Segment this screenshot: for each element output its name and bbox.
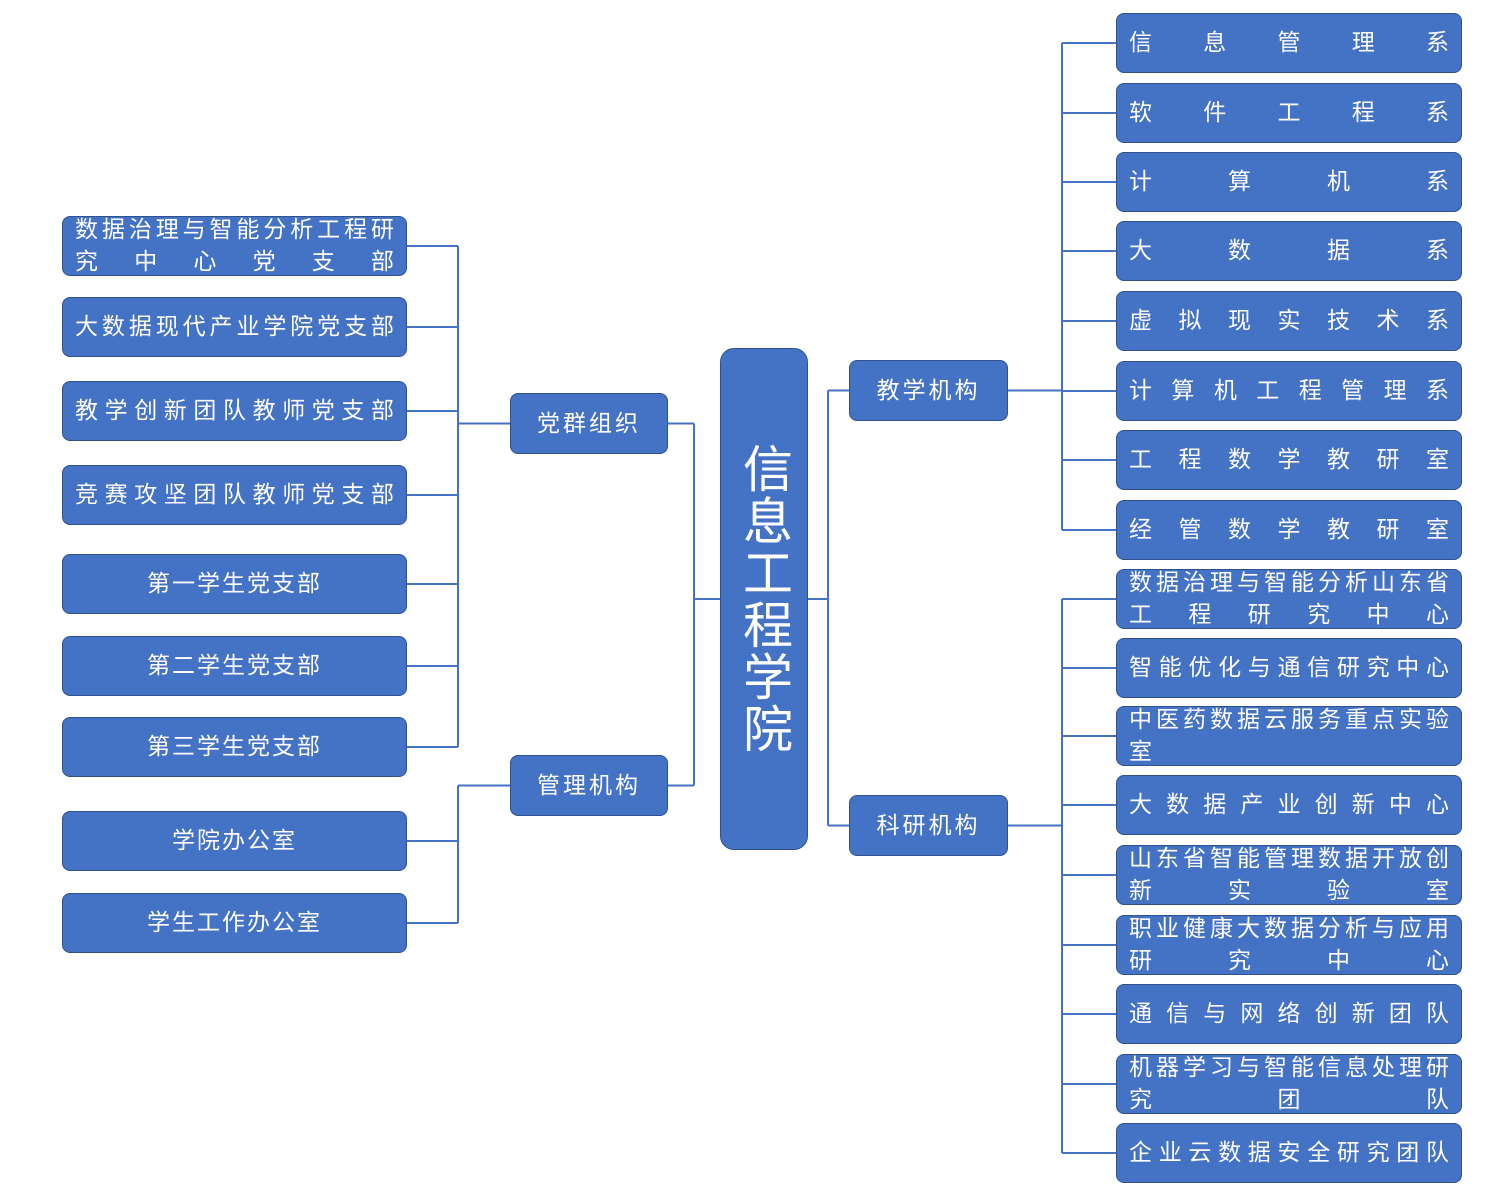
group-label: 教学机构 [876,377,981,404]
node-label-line: 学院办公室 [172,828,297,854]
node-label-line: 数据治理与智能分析工程研 [75,217,394,243]
right-group-0-item-2-text: 计算机系 [1129,166,1449,198]
left-group-0-item-5-text: 第二学生党支部 [75,650,394,682]
right-group-0-item-0: 信息管理系 [1116,13,1462,73]
right-group-0-item-6: 工程数学教研室 [1116,430,1462,490]
left-group-1-item-0: 学院办公室 [62,811,407,871]
right-group-0-text: 教学机构 [862,375,995,407]
group-label: 党群组织 [537,410,641,437]
node-label-line: 大数据产业创新中心 [1129,792,1449,818]
left-group-0-item-1: 大数据现代产业学院党支部 [62,297,407,357]
right-group-1-text: 科研机构 [862,810,995,842]
right-group-1-item-6: 通信与网络创新团队 [1116,984,1462,1044]
node-label-line: 大数据现代产业学院党支部 [75,314,394,340]
left-group-0-item-1-text: 大数据现代产业学院党支部 [75,311,394,343]
node-label-line: 机器学习与智能信息处理研 [1129,1055,1449,1081]
left-group-0-item-4-text: 第一学生党支部 [75,568,394,600]
right-group-1-item-3: 大数据产业创新中心 [1116,775,1462,835]
right-group-0-item-4-text: 虚拟现实技术系 [1129,305,1449,337]
left-group-0-item-6-text: 第三学生党支部 [75,731,394,763]
right-group-0-item-1: 软件工程系 [1116,83,1462,143]
node-label-line: 企业云数据安全研究团队 [1129,1140,1449,1166]
node-label-line: 山东省智能管理数据开放创 [1129,846,1449,872]
node-label-line: 新实验室 [1129,878,1449,904]
right-group-0-item-2: 计算机系 [1116,152,1462,212]
left-group-0-item-3: 竞赛攻坚团队教师党支部 [62,465,407,525]
left-group-0-item-2-text: 教学创新团队教师党支部 [75,395,394,427]
right-group-1-item-2-text: 中医药数据云服务重点实验室 [1129,704,1449,768]
node-label-line: 第三学生党支部 [147,734,322,760]
right-group-1-item-3-text: 大数据产业创新中心 [1129,789,1449,821]
node-label-line: 第一学生党支部 [147,571,322,597]
right-group-1-item-1-text: 智能优化与通信研究中心 [1129,652,1449,684]
right-group-0-item-7-text: 经管数学教研室 [1129,514,1449,546]
group-label: 管理机构 [537,772,641,799]
node-label-line: 究中心党支部 [75,249,394,275]
node-label-line: 教学创新团队教师党支部 [75,398,394,424]
node-label-line: 大数据系 [1129,238,1449,264]
node-label-line: 究团队 [1129,1087,1449,1113]
right-group-0-item-4: 虚拟现实技术系 [1116,291,1462,351]
node-label-line: 职业健康大数据分析与应用 [1129,916,1449,942]
node-label-line: 第二学生党支部 [147,653,322,679]
right-group-1-item-5: 职业健康大数据分析与应用研究中心 [1116,915,1462,975]
left-group-0-item-0-text: 数据治理与智能分析工程研究中心党支部 [75,214,394,278]
left-group-0-text: 党群组织 [523,408,655,440]
node-label-line: 信息管理系 [1129,30,1449,56]
node-label-line: 智能优化与通信研究中心 [1129,655,1449,681]
node-label-line: 学生工作办公室 [147,910,322,936]
left-group-0-item-3-text: 竞赛攻坚团队教师党支部 [75,479,394,511]
right-group-1-item-8-text: 企业云数据安全研究团队 [1129,1137,1449,1169]
node-label-line: 工程数学教研室 [1129,447,1449,473]
left-group-1: 管理机构 [510,755,668,816]
root-node-college: 信息工程学院 [720,348,808,850]
left-group-1-item-0-text: 学院办公室 [75,825,394,857]
right-group-0-item-1-text: 软件工程系 [1129,97,1449,129]
right-group-0-item-0-text: 信息管理系 [1129,27,1449,59]
right-group-0-item-7: 经管数学教研室 [1116,500,1462,560]
node-label-line: 软件工程系 [1129,100,1449,126]
node-label-line: 计算机系 [1129,169,1449,195]
left-group-0-item-5: 第二学生党支部 [62,636,407,696]
right-group-1-item-6-text: 通信与网络创新团队 [1129,998,1449,1030]
right-group-1-item-0-text: 数据治理与智能分析山东省工程研究中心 [1129,567,1449,631]
node-label-line: 虚拟现实技术系 [1129,308,1449,334]
left-group-0-item-4: 第一学生党支部 [62,554,407,614]
right-group-0-item-3-text: 大数据系 [1129,235,1449,267]
node-label-line: 研究中心 [1129,948,1449,974]
node-label-line: 通信与网络创新团队 [1129,1001,1449,1027]
group-label: 科研机构 [876,812,981,839]
node-label-line: 中医药数据云服务重点实验 [1129,707,1449,733]
left-group-1-item-1: 学生工作办公室 [62,893,407,953]
left-group-0-item-2: 教学创新团队教师党支部 [62,381,407,441]
right-group-1-item-1: 智能优化与通信研究中心 [1116,638,1462,698]
right-group-1-item-7: 机器学习与智能信息处理研究团队 [1116,1054,1462,1114]
left-group-0-item-6: 第三学生党支部 [62,717,407,777]
left-group-0-item-0: 数据治理与智能分析工程研究中心党支部 [62,216,407,276]
node-label-line: 室 [1129,739,1152,765]
right-group-0-item-6-text: 工程数学教研室 [1129,444,1449,476]
node-label-line: 工程研究中心 [1129,602,1449,628]
right-group-1-item-4: 山东省智能管理数据开放创新实验室 [1116,845,1462,905]
right-group-1-item-4-text: 山东省智能管理数据开放创新实验室 [1129,843,1449,907]
right-group-0-item-5-text: 计算机工程管理系 [1129,375,1449,407]
left-group-1-item-1-text: 学生工作办公室 [75,907,394,939]
left-group-1-text: 管理机构 [523,770,655,802]
node-label-line: 经管数学教研室 [1129,517,1449,543]
right-group-1-item-7-text: 机器学习与智能信息处理研究团队 [1129,1052,1449,1116]
right-group-1-item-0: 数据治理与智能分析山东省工程研究中心 [1116,569,1462,629]
right-group-1-item-8: 企业云数据安全研究团队 [1116,1123,1462,1183]
right-group-0-item-3: 大数据系 [1116,221,1462,281]
left-group-0: 党群组织 [510,393,668,454]
node-label-line: 数据治理与智能分析山东省 [1129,570,1449,596]
right-group-0-item-5: 计算机工程管理系 [1116,361,1462,421]
right-group-1-item-2: 中医药数据云服务重点实验室 [1116,706,1462,766]
node-label-line: 计算机工程管理系 [1129,378,1449,404]
node-label-line: 竞赛攻坚团队教师党支部 [75,482,394,508]
right-group-1-item-5-text: 职业健康大数据分析与应用研究中心 [1129,913,1449,977]
right-group-0: 教学机构 [849,360,1008,421]
root-node-label: 信息工程学院 [735,443,793,755]
right-group-1: 科研机构 [849,795,1008,856]
